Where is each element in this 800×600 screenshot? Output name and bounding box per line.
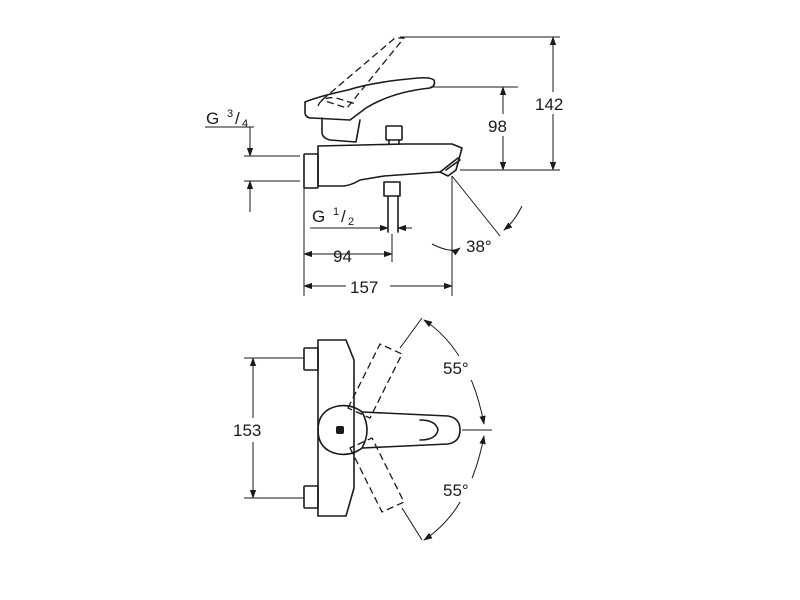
thread-main-prefix: G — [206, 109, 219, 128]
lever-lower-dashed — [349, 437, 405, 513]
thread-main-num: 3 — [227, 108, 233, 120]
lever-upper-dashed — [347, 343, 403, 419]
dim-157-bg — [346, 276, 390, 296]
cartridge-neck — [321, 117, 361, 143]
body-plate — [317, 339, 355, 517]
thread-outlet-den: 2 — [348, 216, 354, 228]
lever-grip — [419, 419, 439, 441]
angle-spout: 38° — [466, 237, 492, 256]
lever-hinge-dashed — [317, 97, 357, 107]
indicator-mark — [336, 426, 344, 434]
spout-angle-line — [451, 175, 501, 237]
angle-lower: 55° — [443, 481, 469, 500]
dim-142-bg — [532, 92, 576, 114]
dim-153: 153 — [233, 421, 261, 440]
angle-upper-bg — [440, 356, 486, 380]
angle-upper: 55° — [443, 359, 469, 378]
wall-connector-bottom — [303, 485, 319, 509]
wall-connector-top — [303, 347, 319, 371]
diverter-knob — [385, 125, 403, 141]
side-view: G 3 / 4 G 1 / 2 94 157 98 142 — [205, 36, 576, 297]
spout-inner-line — [445, 159, 461, 171]
lever-inner — [361, 411, 368, 449]
thread-main-den: 4 — [242, 118, 248, 130]
lever-handle-top — [317, 404, 461, 456]
dim-98: 98 — [488, 117, 507, 136]
dim-157: 157 — [350, 278, 378, 297]
thread-outlet-slash: / — [341, 207, 346, 226]
top-view: 153 55° 55° — [230, 317, 492, 541]
dim-153-bg — [230, 418, 276, 442]
angle-guide-upper — [399, 317, 423, 349]
lever-raised-dashed — [321, 37, 405, 109]
dim-98-bg — [486, 114, 520, 136]
angle-lower-bg — [440, 478, 486, 502]
lever-handle — [304, 76, 436, 121]
spout-outlet-line — [439, 157, 459, 173]
wall-connector — [303, 153, 319, 189]
angle-guide-lower — [401, 507, 423, 541]
shower-outlet — [383, 181, 401, 197]
dim-142: 142 — [535, 95, 563, 114]
body-spout — [317, 143, 463, 187]
spout-angle-arc-right — [503, 205, 523, 231]
thread-outlet-num: 1 — [333, 206, 339, 218]
spout-angle-arc-left — [431, 243, 461, 256]
thread-outlet-prefix: G — [312, 207, 325, 226]
dim-94: 94 — [333, 247, 352, 266]
thread-main-slash: / — [235, 109, 240, 128]
